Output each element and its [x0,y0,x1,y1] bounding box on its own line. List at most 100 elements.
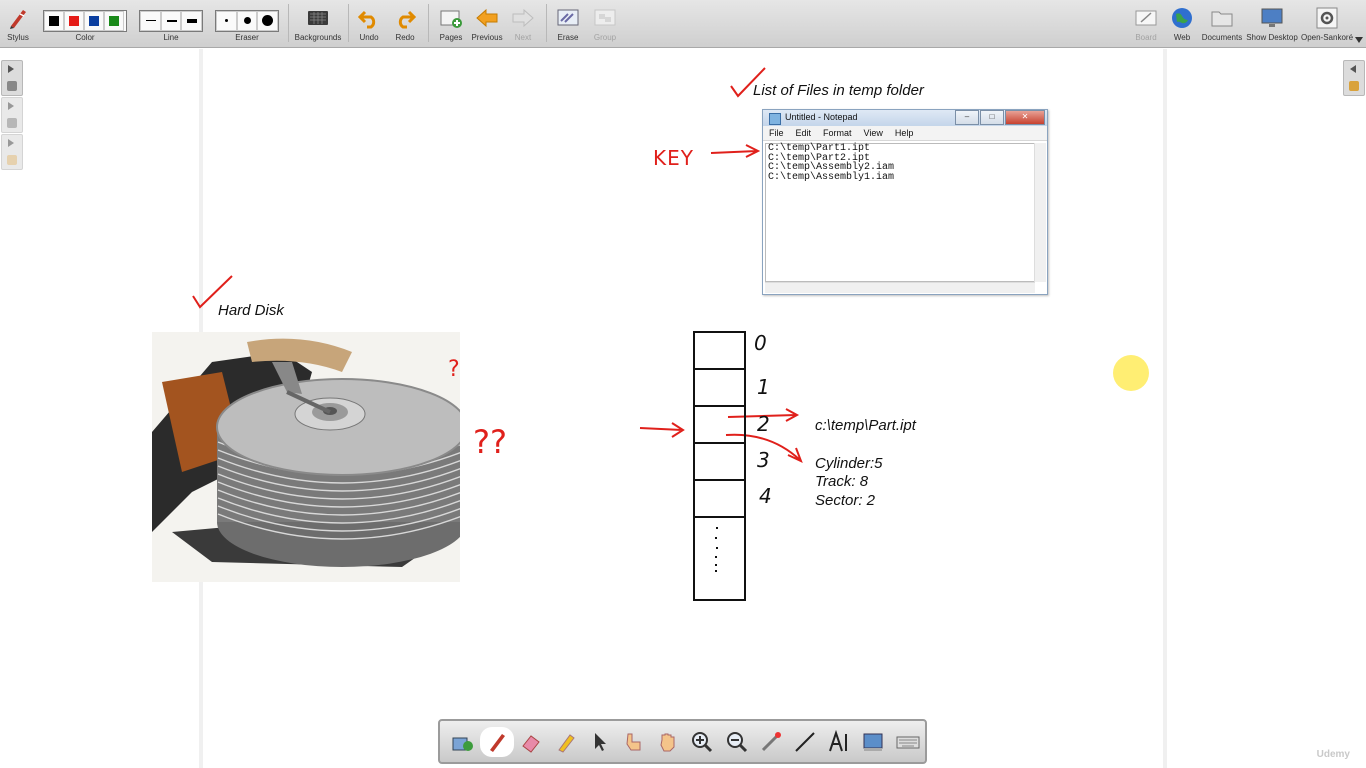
maximize-button[interactable]: □ [980,110,1004,125]
eraser-small[interactable] [216,11,237,31]
select-tool-button[interactable] [583,727,617,757]
globe-icon [1172,8,1192,28]
toolbar-divider [546,4,547,42]
menu-edit[interactable]: Edit [795,128,812,138]
pen-tool-button[interactable] [480,726,515,757]
library-panel-tab[interactable] [1,97,23,133]
previous-label: Previous [471,33,503,42]
udemy-watermark: Udemy [1316,749,1350,760]
board-label: Board [1135,33,1157,42]
disk-block [693,479,746,516]
add-page-icon [440,10,462,28]
monitor-icon [1261,8,1283,27]
pages-panel-tab[interactable] [1,60,23,96]
open-sankore-label: Open-Sankoré [1300,33,1354,42]
undo-button[interactable]: Undo [355,4,383,46]
arrow-left-icon [476,8,498,28]
show-desktop-label: Show Desktop [1246,33,1298,42]
horizontal-scrollbar[interactable] [765,282,1035,293]
file-line: C:\temp\Part2.ipt [768,152,871,164]
text-icon [829,729,848,751]
arrow-icon [639,422,685,438]
line-thick[interactable] [181,11,203,31]
line-thin[interactable] [140,11,161,31]
toolbar-divider [348,4,349,42]
color-swatch-black[interactable] [44,11,64,31]
track-text: Track: 8 [815,473,869,490]
laser-pointer-button[interactable] [754,727,788,757]
page-edge-right [1163,49,1167,768]
zoom-out-icon [726,731,747,752]
board-icon [1135,10,1157,26]
sector-text: Sector: 2 [815,492,876,509]
redo-icon [398,10,417,29]
stylus-button[interactable]: Stylus [4,4,32,46]
keyboard-icon [896,736,920,748]
web-button[interactable]: Web [1168,4,1196,46]
redo-label: Redo [395,33,415,42]
notepad-icon [769,113,781,125]
vertical-scrollbar[interactable] [1034,143,1046,282]
group-label: Group [593,33,617,42]
interact-tool-button[interactable] [617,727,651,757]
tool-palette [438,719,927,764]
previous-button[interactable]: Previous [471,4,503,46]
properties-panel-tab[interactable] [1,134,23,170]
menu-help[interactable]: Help [894,128,914,138]
redo-button[interactable]: Redo [391,4,419,46]
color-swatch-green[interactable] [104,11,124,31]
disk-block [693,368,746,405]
file-line: C:\temp\Assembly2.iam [768,162,895,173]
backgrounds-label: Backgrounds [294,33,342,42]
block-index: 0 [754,331,767,355]
line-medium[interactable] [160,11,182,31]
line-group: Line [139,4,203,46]
double-question-mark: ?? [473,423,507,461]
keyboard-button[interactable] [890,727,924,757]
marker-tool-button[interactable] [549,727,583,757]
next-button[interactable]: Next [508,4,538,46]
color-swatch-blue[interactable] [84,11,104,31]
zoom-out-button[interactable] [720,727,754,757]
group-button[interactable]: Group [590,4,620,46]
laser-pointer-icon [761,731,781,751]
features-icon [1349,81,1359,91]
key-label: KEY [653,146,694,170]
menu-view[interactable]: View [863,128,883,138]
color-swatch-red[interactable] [64,11,84,31]
expand-left-icon [1350,65,1356,73]
backgrounds-button[interactable]: Backgrounds [293,4,343,46]
erase-button[interactable]: Erase [553,4,583,46]
close-button[interactable]: ✕ [1005,110,1045,125]
open-sankore-button[interactable]: Open-Sankoré [1300,4,1354,46]
toolbar-divider [428,4,429,42]
eraser-medium[interactable] [236,11,258,31]
undo-icon [357,10,376,29]
features-panel-tab[interactable] [1343,60,1365,96]
right-panel [1167,49,1366,768]
minimize-button[interactable]: – [955,110,979,125]
line-tool-button[interactable] [788,727,822,757]
pages-button[interactable]: Pages [435,4,467,46]
eraser-tool-button[interactable] [514,727,548,757]
show-desktop-button[interactable]: Show Desktop [1246,4,1298,46]
menu-file[interactable]: File [769,128,784,138]
notepad-text-area[interactable]: C:\temp\Part1.ipt C:\temp\Part2.ipt C:\t… [765,143,1035,282]
toolbar-divider [288,4,289,42]
cylinder-text: Cylinder:5 [815,455,883,472]
menu-format[interactable]: Format [823,128,852,138]
arrow-right-icon [512,8,534,28]
pointer-tool-button[interactable] [446,727,480,757]
block-index: 1 [757,375,770,399]
capture-tool-button[interactable] [856,727,890,757]
text-tool-button[interactable] [822,727,856,757]
notepad-window: Untitled - Notepad – □ ✕ File Edit Forma… [762,109,1048,295]
files-heading: List of Files in temp folder [753,82,924,99]
zoom-in-button[interactable] [685,727,719,757]
eraser-large[interactable] [257,11,279,31]
board-button[interactable]: Board [1131,4,1161,46]
chevron-down-icon[interactable] [1355,37,1363,43]
pan-tool-button[interactable] [651,727,685,757]
documents-button[interactable]: Documents [1200,4,1244,46]
color-label: Color [75,33,95,42]
